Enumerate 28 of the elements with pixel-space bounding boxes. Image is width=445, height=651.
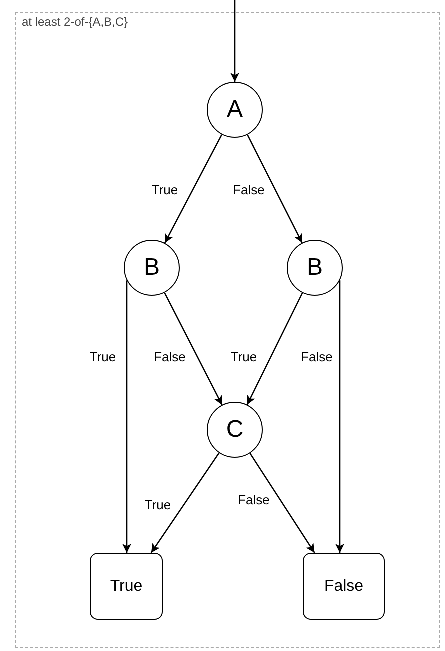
- result-box: [90, 553, 163, 620]
- arrow: [230, 0, 240, 82]
- node-label: B: [306, 254, 323, 282]
- edge-label: False: [300, 350, 334, 364]
- result-box: [303, 553, 385, 620]
- node-label: C: [226, 416, 244, 444]
- node-label: A: [226, 96, 243, 124]
- group-title: at least 2-of-{A,B,C}: [22, 15, 128, 29]
- arrow: [164, 134, 223, 244]
- edge-label: False: [232, 182, 266, 198]
- node-label: B: [144, 254, 160, 282]
- arrow: [122, 280, 132, 553]
- edge-label: True: [144, 498, 172, 512]
- edge-label: True: [150, 182, 180, 198]
- edge-label: True: [230, 350, 258, 364]
- edge-label: False: [153, 350, 187, 364]
- arrow: [164, 292, 223, 406]
- arrow: [250, 453, 316, 554]
- decision-circle: [124, 240, 180, 296]
- arrow: [247, 134, 303, 244]
- arrow: [246, 292, 304, 406]
- arrow: [336, 280, 344, 553]
- edge-label: True: [88, 350, 118, 364]
- arrow: [150, 452, 220, 554]
- edge-label: False: [237, 492, 271, 508]
- node-label: True: [110, 578, 143, 596]
- decision-circle: [287, 240, 343, 296]
- node-label: False: [324, 578, 364, 596]
